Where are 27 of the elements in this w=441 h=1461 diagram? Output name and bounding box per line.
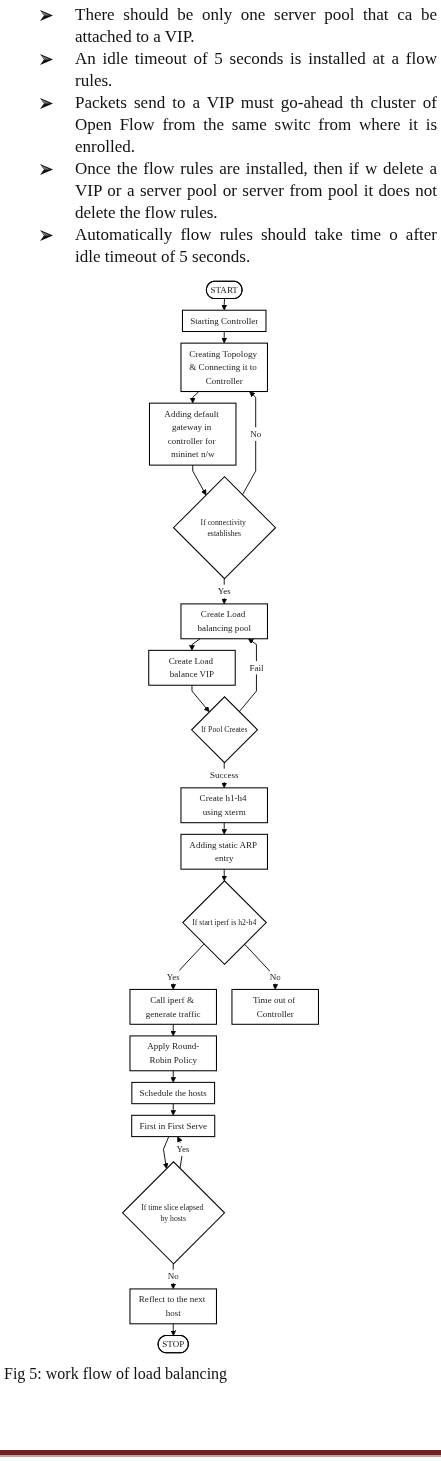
bullet-text: Once the flow rules are installed, then if w delete a VIP or a server pool or server from pool it does not delete the flow rules. [75,158,437,224]
node-box: Adding default gateway in controller for mininet n/w [148,402,237,466]
node-box: Create Load balancing pool [180,603,268,640]
node-box: Create Load balance VIP [148,649,236,686]
edge-label: Success [209,770,239,781]
node-box: Creating Topology & Connecting it to Controller [180,342,268,393]
edge-label: Yes [217,586,231,597]
node-box: Apply Round-Robin Policy [129,1035,217,1072]
node-box: Adding static ARP entry [180,833,268,870]
node-box: Schedule the hosts [131,1081,216,1105]
bullet-text: An idle timeout of 5 seconds is installed at a flow rules. [75,48,437,92]
node-box: Call iperf & generate traffic [129,988,217,1025]
bullet-text: Automatically flow rules should take time o after idle timeout of 5 seconds. [75,224,437,268]
edge-label: Yes [176,1144,190,1155]
node-box: Create h1-h4 using xterm [180,787,268,824]
node-box: Time out of Controller [231,988,319,1025]
node-box: First in First Serve [131,1114,216,1138]
edge-label: No [250,429,262,439]
node-box: Starting Controller [181,309,267,333]
edge-label: Fail [249,662,264,673]
node-box: Reflect to the next host [129,1288,217,1325]
edge-label: No [269,972,281,982]
edge-label: No [167,1271,179,1282]
figure-caption: Fig 5: work flow of load balancing [4,1364,229,1384]
bullet-text: Packets send to a VIP must go-ahead th cluster of Open Flow from the same switc from where it is enrolled. [75,92,437,158]
bullet-text: There should be only one server pool that ca be attached to a VIP. [75,4,437,48]
edge-label: Yes [166,972,180,982]
